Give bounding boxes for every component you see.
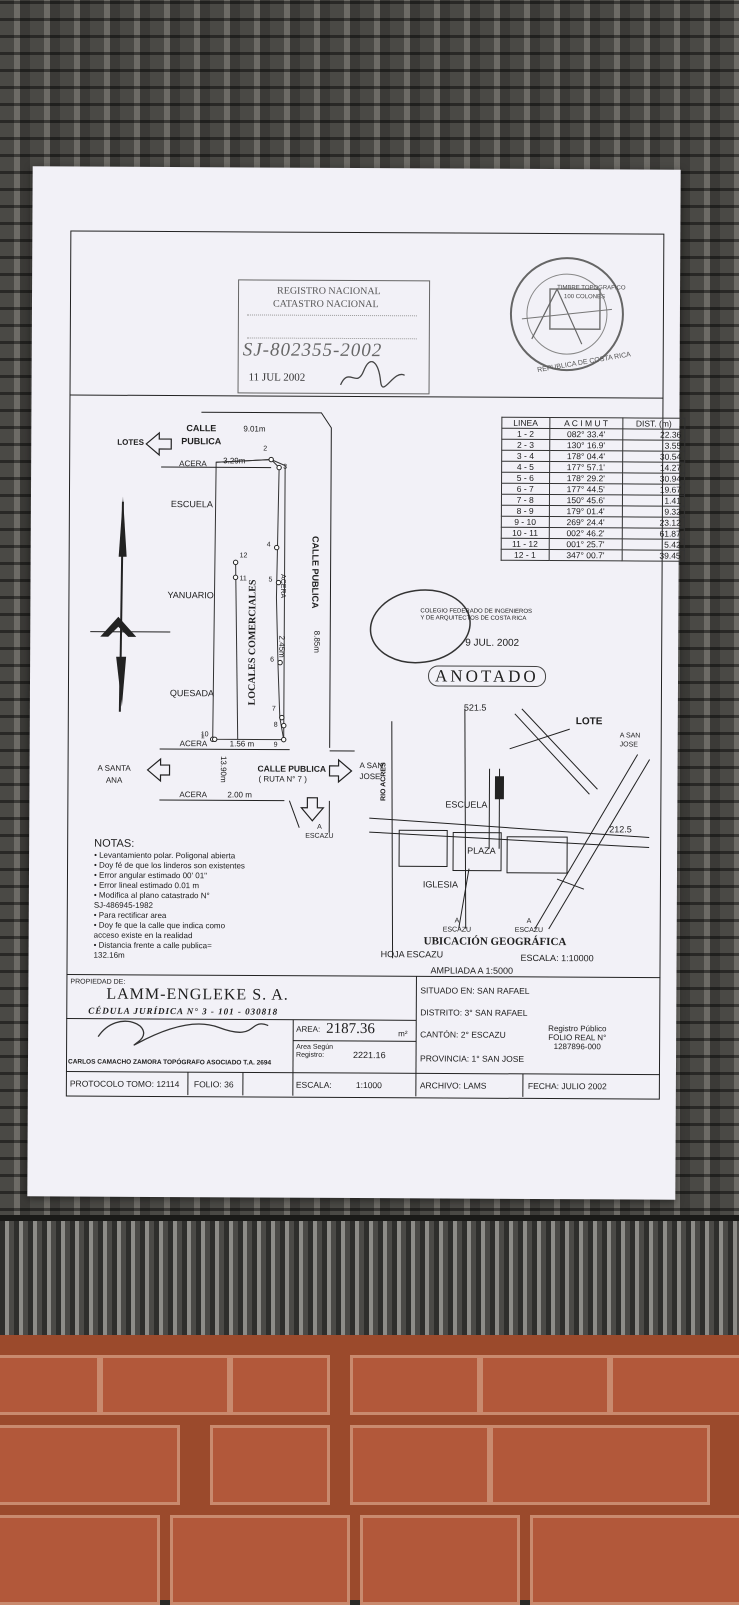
survey-point-marker [277,465,281,469]
survey-point-label: 4 [267,542,271,549]
survey-point-marker [212,737,216,741]
label-acera-low: ACERA [179,791,207,799]
label-acera-top: ACERA [179,460,207,468]
dim-1390: 13.90m [219,756,227,783]
area-registro-label: Area Según Registro: [296,1044,333,1060]
registro-publico: Registro Público FOLIO REAL N° 1287896-0… [548,1024,606,1051]
notes-title: NOTAS: [94,839,245,850]
survey-point-marker [282,723,286,727]
dim-245: 2.45m [277,635,285,657]
arrow-down-escazu [301,798,323,821]
label-quesada: QUESADA [170,689,214,698]
survey-point-marker [278,660,282,664]
tile-floor [0,1335,739,1600]
area-value: 2187.36 [326,1022,375,1037]
wicker-chair-rim [0,1215,739,1345]
survey-point-label: 10 [201,731,209,738]
north-arrow-icon [90,497,171,712]
location-map-title: UBICACIÓN GEOGRÁFICA [424,936,567,948]
dim-top: 9.01m [243,425,265,433]
surveyor-signature [98,1021,268,1046]
label-escuela: ESCUELA [171,500,213,509]
label-acera-side: ACERA [279,574,286,598]
topografo: CARLOS CAMACHO ZAMORA TOPÓGRAFO ASOCIADO… [68,1060,271,1068]
area-registro-value: 2221.16 [353,1051,386,1060]
arrow-left-santa-ana [147,759,169,781]
label-map-a-escazu-1: A ESCAZU [443,916,472,934]
colegio-stamp-text: COLEGIO FEDERADO DE INGENIEROS Y DE ARQU… [420,608,532,623]
survey-point-label: 11 [240,575,247,582]
owner-name: LAMM-ENGLEKE S. A. [106,987,289,1004]
label-ampliada: AMPLIADA A 1:5000 [430,966,513,975]
label-rio-acres: RIO ACRES [380,762,387,801]
survey-point-label: 7 [272,706,276,713]
arrow-right-san-jose [329,760,351,782]
survey-point-label: 8 [274,722,278,729]
area-unit: m² [398,1030,407,1038]
arrow-left-lotes [146,433,171,455]
label-calle-ruta: CALLE PUBLICA [258,764,327,773]
label-map-a-san-jose: A SAN JOSE [620,731,641,749]
survey-point-label: 9 [274,742,278,749]
escala-value: 1:1000 [356,1081,382,1090]
distrito: DISTRITO: 3° SAN RAFAEL [420,1008,527,1017]
canton: CANTÓN: 2° ESCAZU [420,1030,506,1039]
label-map-plaza: PLAZA [467,847,496,856]
survey-point-marker [281,737,285,741]
dim-885: 8.85m [312,631,320,653]
survey-point-marker [280,715,284,719]
survey-point-marker [269,457,273,461]
survey-point-label: 12 [240,552,248,559]
cedula-juridica: CÉDULA JURÍDICA N° 3 - 101 - 030818 [88,1007,278,1017]
survey-point-label: 2 [263,446,267,453]
label-escala-map: ESCALA: 1:10000 [521,954,594,963]
label-map-a-escazu-2: A ESCAZU [515,917,544,935]
dim-200: 2.00 m [227,791,252,799]
note-item: 132.16m [94,951,245,962]
label-yanuario: YANUARIO [167,591,213,600]
survey-point-marker [233,560,237,564]
archivo: ARCHIVO: LAMS [420,1081,487,1090]
fecha: FECHA: JULIO 2002 [528,1082,607,1091]
provincia: PROVINCIA: 1° SAN JOSE [420,1054,524,1063]
survey-point-marker [233,575,237,579]
label-calle-publica-side: CALLE PUBLICA [310,536,319,609]
protocolo: PROTOCOLO TOMO: 12114 [70,1080,179,1089]
label-locales-comerciales: LOCALES COMERCIALES [248,580,259,706]
notes-block: NOTAS: • Levantamiento polar. Poligonal … [94,839,246,962]
survey-point-marker [274,545,278,549]
label-hoja: HOJA ESCAZU [381,950,444,959]
label-map-escuela: ESCUELA [445,800,487,809]
label-a-santa-ana: A SANTA ANA [97,763,130,787]
label-lotes: LOTES [117,439,144,447]
survey-plan-paper: REGISTRO NACIONAL CATASTRO NACIONAL SJ-8… [27,166,680,1199]
dim-156: 1.56 m [230,740,255,748]
escala-label: ESCALA: [296,1081,332,1090]
survey-point-label: 5 [269,577,273,584]
survey-point-label: 3 [283,464,287,471]
label-ruta: ( RUTA N° 7 ) [258,776,306,784]
dim-acera-top: 3.29m [223,457,245,465]
coord-horizontal: 212.5 [609,825,632,834]
location-map [369,708,650,959]
folio: FOLIO: 36 [194,1080,234,1089]
label-calle-publica-top: CALLE PUBLICA [181,422,221,448]
label-map-iglesia: IGLESIA [423,880,458,889]
label-a-escazu: A ESCAZU [305,823,334,841]
situado: SITUADO EN: SAN RAFAEL [420,986,529,995]
propiedad-label: PROPIEDAD DE: [70,979,125,986]
survey-point-label: 6 [270,657,274,664]
coord-vertical: 521.5 [464,704,487,713]
colegio-stamp-date: 9 JUL. 2002 [465,639,519,649]
label-acera-bottom: ACERA [180,740,208,748]
area-label: AREA: [296,1026,320,1034]
colegio-stamp-ring [366,584,475,669]
anotado-stamp: ANOTADO [428,665,546,687]
label-lote: LOTE [576,717,603,727]
